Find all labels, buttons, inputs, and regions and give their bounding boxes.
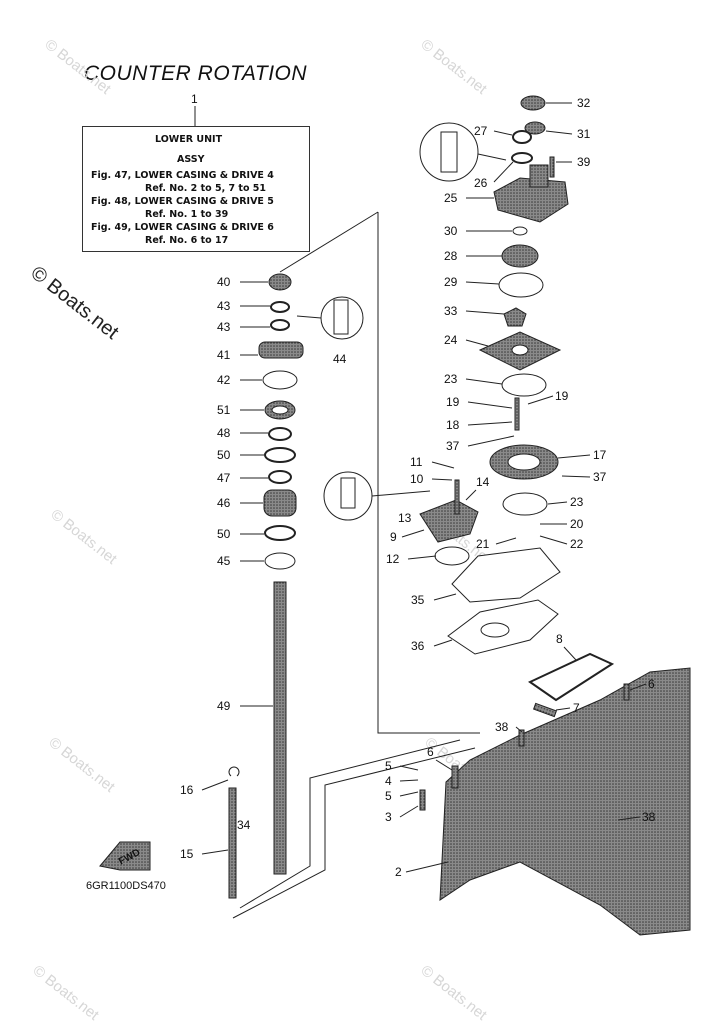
callout: 23 [570, 495, 584, 509]
callout: 34 [237, 818, 251, 832]
ref-line-8: Ref. No. 6 to 17 [145, 235, 229, 246]
ref-line-1: LOWER UNIT [155, 134, 223, 145]
ref-line-5: Fig. 48, LOWER CASING & DRIVE 5 [91, 196, 274, 207]
callout: 7 [573, 701, 580, 715]
callout: 40 [217, 275, 231, 289]
callout: 35 [411, 593, 425, 607]
callout: 27 [474, 124, 488, 138]
callout: 20 [570, 517, 584, 531]
callout: 48 [217, 426, 231, 440]
callout: 36 [411, 639, 425, 653]
callout: 43 [217, 320, 231, 334]
diagram-title: COUNTER ROTATION [84, 62, 308, 85]
callout: 26 [474, 176, 488, 190]
right-callouts: 32 31 27 26 39 25 30 28 29 33 24 23 19 [385, 96, 656, 879]
callout: 29 [444, 275, 458, 289]
diagram-code: 6GR1100DS470 [86, 880, 166, 892]
callout: 11 [410, 455, 423, 469]
callout: 12 [386, 552, 400, 566]
callout: 32 [577, 96, 591, 110]
ref-number: 1 [191, 92, 198, 106]
callout: 45 [217, 554, 231, 568]
ref-line-3: Fig. 47, LOWER CASING & DRIVE 4 [91, 170, 274, 181]
callout: 15 [180, 847, 194, 861]
exploded-view-svg: 1 [99, 92, 691, 936]
callout: 37 [593, 470, 607, 484]
callout: 41 [217, 348, 231, 362]
callout: 17 [593, 448, 607, 462]
callout: 33 [444, 304, 458, 318]
callout: 51 [217, 403, 231, 417]
ref-line-4: Ref. No. 2 to 5, 7 to 51 [145, 183, 267, 194]
callout: 37 [446, 439, 460, 453]
callout: 18 [446, 418, 460, 432]
ref-line-7: Fig. 49, LOWER CASING & DRIVE 6 [91, 222, 274, 233]
callout: 25 [444, 191, 458, 205]
left-callouts: 40 43 43 44 41 42 51 48 50 47 46 50 45 [117, 275, 347, 867]
callout: 19 [555, 389, 569, 403]
callout: 28 [444, 249, 458, 263]
callout: 10 [410, 472, 424, 486]
callout: 9 [390, 530, 397, 544]
callout: 13 [398, 511, 412, 525]
callout: 2 [395, 865, 402, 879]
callout: 22 [570, 537, 584, 551]
callout: 38 [495, 720, 509, 734]
reference-box: LOWER UNIT ASSY Fig. 47, LOWER CASING & … [82, 126, 310, 252]
callout: 5 [385, 759, 392, 773]
callout: 5 [385, 789, 392, 803]
right-stack-parts [323, 95, 691, 936]
callout: 19 [446, 395, 460, 409]
callout: 6 [427, 745, 434, 759]
callout: 42 [217, 373, 231, 387]
callout: 50 [217, 527, 231, 541]
callout: 16 [180, 783, 194, 797]
callout: 39 [577, 155, 591, 169]
callout: 30 [444, 224, 458, 238]
parts-diagram: COUNTER ROTATION LOWER UNIT ASSY Fig. 47… [26, 36, 691, 1024]
callout: 23 [444, 372, 458, 386]
callout: 24 [444, 333, 458, 347]
callout: 4 [385, 774, 392, 788]
callout: 49 [217, 699, 231, 713]
callout: 31 [577, 127, 591, 141]
callout: 3 [385, 810, 392, 824]
callout: 6 [648, 677, 655, 691]
callout: 8 [556, 632, 563, 646]
callout: 50 [217, 448, 231, 462]
ref-line-2: ASSY [177, 154, 205, 165]
callout: 44 [333, 352, 347, 366]
callout: 43 [217, 299, 231, 313]
left-stack-parts [99, 273, 364, 899]
callout: 38 [642, 810, 656, 824]
callout: 46 [217, 496, 231, 510]
callout: 21 [476, 537, 490, 551]
callout: 47 [217, 471, 231, 485]
ref-line-6: Ref. No. 1 to 39 [145, 209, 229, 220]
callout: 14 [476, 475, 490, 489]
